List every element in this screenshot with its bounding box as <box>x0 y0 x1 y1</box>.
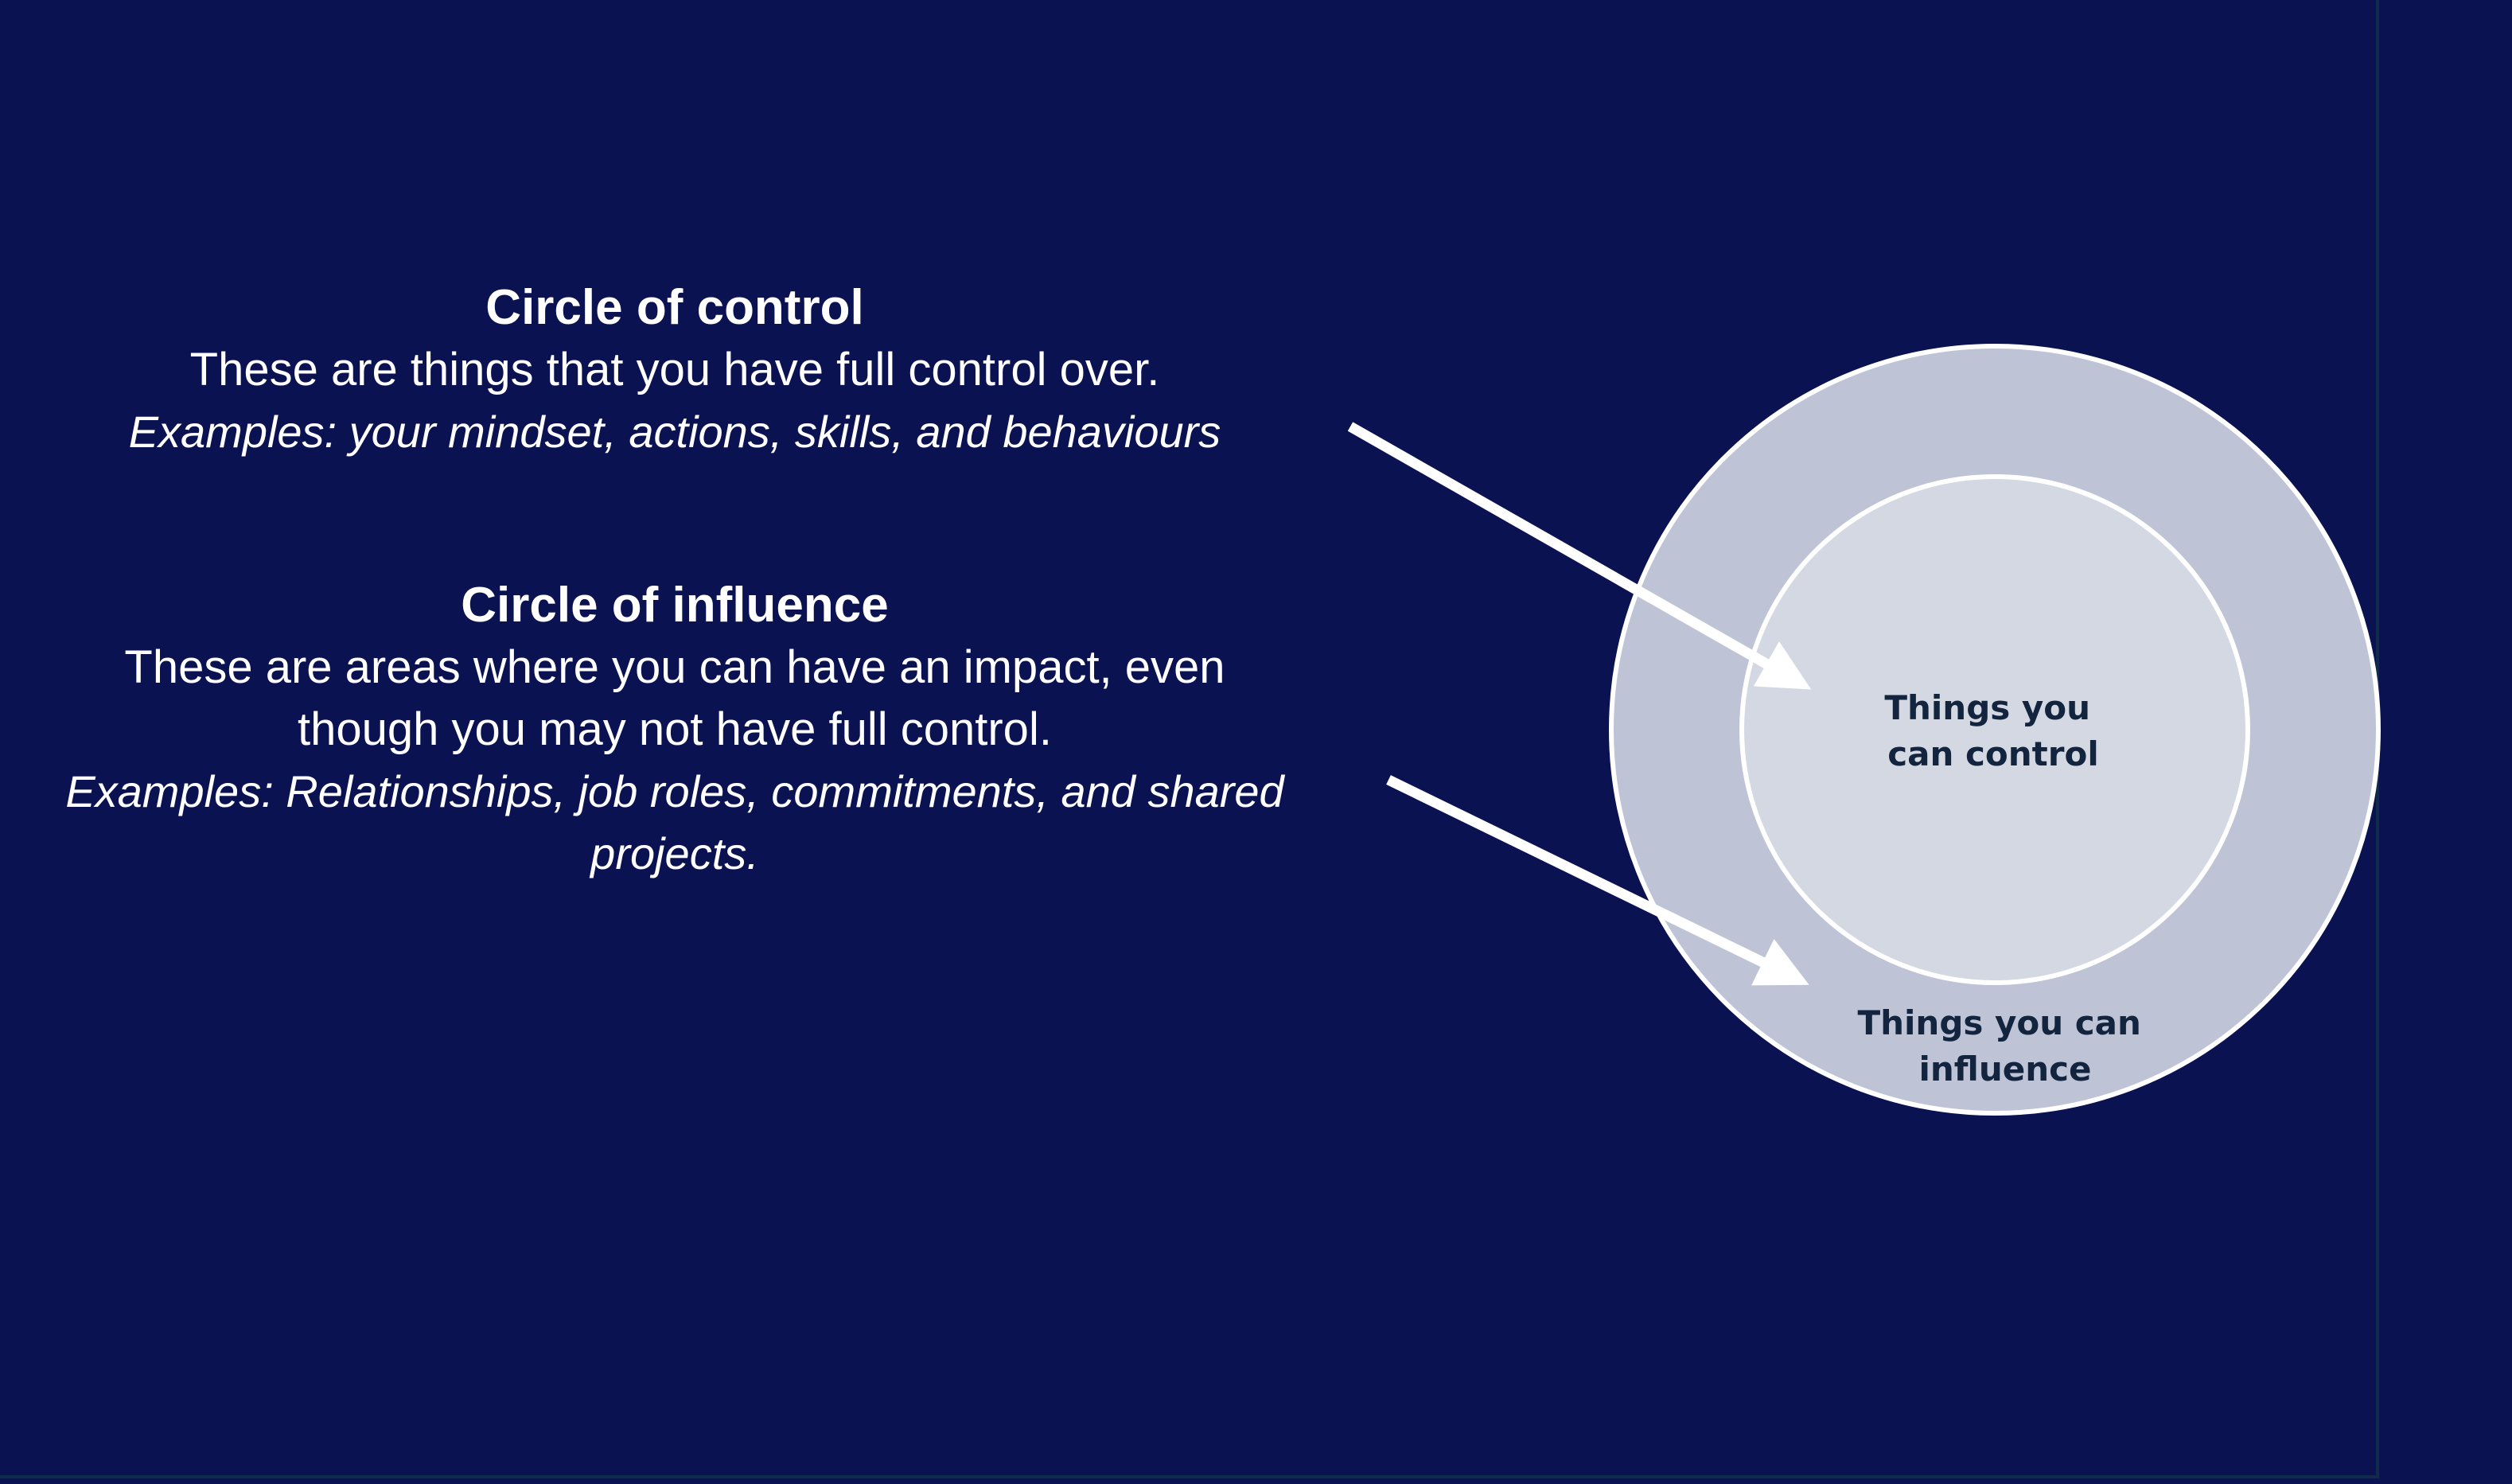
circle-of-influence-text: Circle of influence These are areas wher… <box>0 575 1351 885</box>
circle-of-control-examples: Examples: your mindset, actions, skills,… <box>128 407 1221 457</box>
circle-of-influence-examples: Examples: Relationships, job roles, comm… <box>65 766 1284 878</box>
outer-circle-label-line-1: Things you can <box>1857 1003 2140 1042</box>
influence-arrow <box>1386 775 1809 986</box>
circle-of-control-text: Circle of control These are things that … <box>0 277 1351 463</box>
inner-circle-label-line-2: can control <box>1887 734 2098 773</box>
circle-of-influence-heading: Circle of influence <box>461 578 889 633</box>
inner-circle-label-line-1: Things you <box>1884 688 2090 727</box>
inner-circle-label: Things you can control <box>1884 688 2101 773</box>
circle-of-control-heading: Circle of control <box>485 280 864 335</box>
circle-of-control-description: These are things that you have full cont… <box>189 344 1160 395</box>
outer-circle-label: Things you can influence <box>1857 1003 2152 1089</box>
outer-circle-label-line-2: influence <box>1918 1050 2091 1089</box>
control-arrow <box>1347 422 1812 690</box>
inner-circle-control <box>1739 474 2250 985</box>
circle-of-influence-description: These are areas where you can have an im… <box>124 641 1225 755</box>
